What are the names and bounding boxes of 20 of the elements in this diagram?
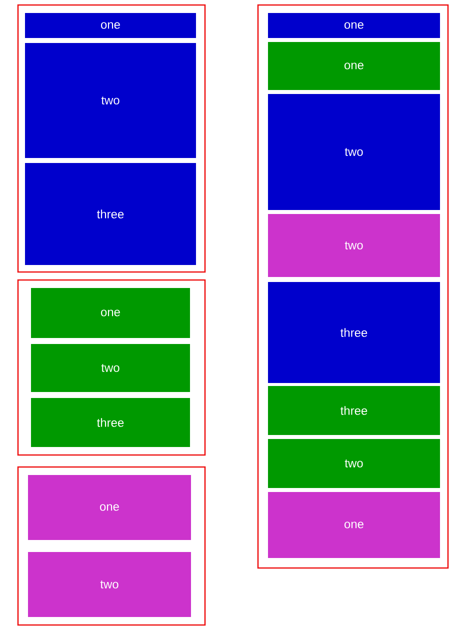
group-frame bbox=[257, 4, 449, 569]
label-box: three bbox=[25, 163, 196, 265]
label-box: three bbox=[268, 386, 440, 435]
label-box: two bbox=[28, 552, 191, 617]
label-box: one bbox=[268, 13, 440, 38]
label-box: two bbox=[25, 43, 196, 158]
group-frame bbox=[17, 279, 206, 456]
label-box: one bbox=[25, 13, 196, 38]
label-box: two bbox=[31, 344, 190, 392]
group-frame bbox=[17, 4, 206, 273]
group-frame bbox=[17, 466, 206, 626]
label-box: one bbox=[31, 288, 190, 338]
label-box: one bbox=[28, 475, 191, 540]
label-box: one bbox=[268, 492, 440, 558]
label-box: two bbox=[268, 94, 440, 210]
label-box: one bbox=[268, 42, 440, 90]
label-box: two bbox=[268, 439, 440, 488]
label-box: three bbox=[268, 282, 440, 383]
label-box: two bbox=[268, 214, 440, 277]
label-box: three bbox=[31, 398, 190, 447]
